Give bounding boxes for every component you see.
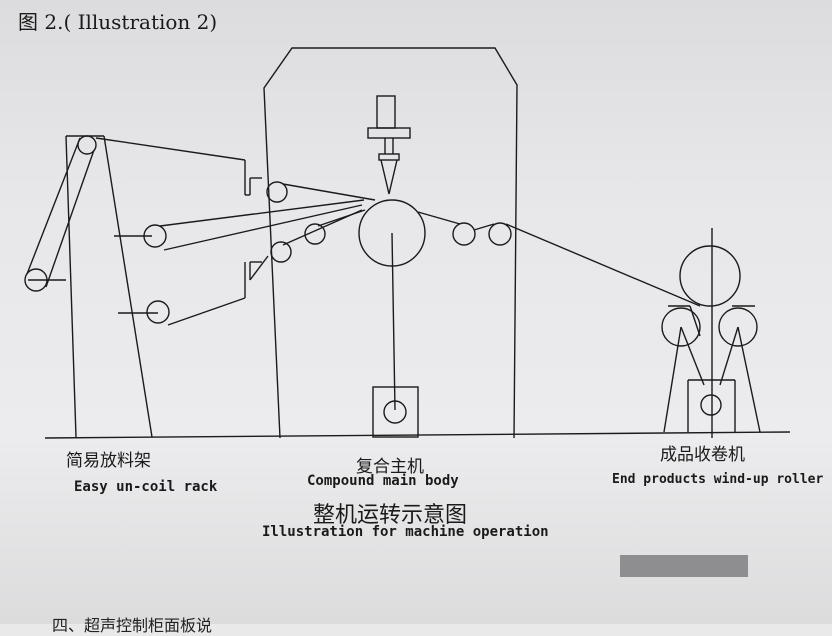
- guide-roller-1: [266, 181, 288, 203]
- winder-frame: [663, 305, 761, 433]
- uncoil-label-en: Easy un-coil rack: [74, 479, 218, 495]
- uncoil-label-zh: 简易放料架: [66, 451, 151, 471]
- caption-en: Illustration for machine operation: [262, 524, 549, 540]
- horn-tip: [380, 159, 398, 195]
- winder-left-roller: [661, 307, 701, 347]
- horn-booster: [378, 153, 400, 161]
- main-body-label-zh: 复合主机: [356, 457, 424, 477]
- main-body-label-en: Compound main body: [307, 473, 459, 489]
- redaction-bar: [620, 555, 748, 577]
- uncoil-mid-roller: [143, 224, 167, 248]
- winder-label-zh: 成品收卷机: [660, 445, 745, 465]
- left-guide-linkage: [244, 160, 262, 298]
- main-web-lines: [159, 183, 376, 326]
- uncoil-rack-frame: [28, 135, 158, 438]
- horn-clamp-plate: [367, 127, 411, 139]
- drive-pulley: [383, 400, 407, 424]
- main-body-housing: [263, 47, 518, 439]
- guide-roller-3: [304, 223, 326, 245]
- uncoil-side-roller: [24, 268, 48, 292]
- winder-label-en: End products wind-up roller: [612, 472, 824, 487]
- drive-belt: [391, 232, 396, 411]
- outfeed-roller-1: [452, 222, 476, 246]
- uncoil-web-lines: [26, 137, 246, 288]
- figure-label: 图 2.( Illustration 2): [18, 10, 218, 34]
- guide-roller-2: [270, 241, 292, 263]
- section-heading-partial: 四、超声控制柜面板说: [52, 616, 213, 635]
- winder-product-roll: [679, 245, 741, 307]
- winder-base-roller: [700, 394, 722, 416]
- winder-right-roller: [718, 307, 758, 347]
- uncoil-low-roller: [146, 300, 170, 324]
- web-to-winder: [505, 223, 701, 307]
- drive-motor-housing: [372, 386, 419, 438]
- caption-zh: 整机运转示意图: [313, 503, 468, 528]
- outfeed-roller-2: [488, 222, 512, 246]
- horn-transducer: [376, 95, 396, 129]
